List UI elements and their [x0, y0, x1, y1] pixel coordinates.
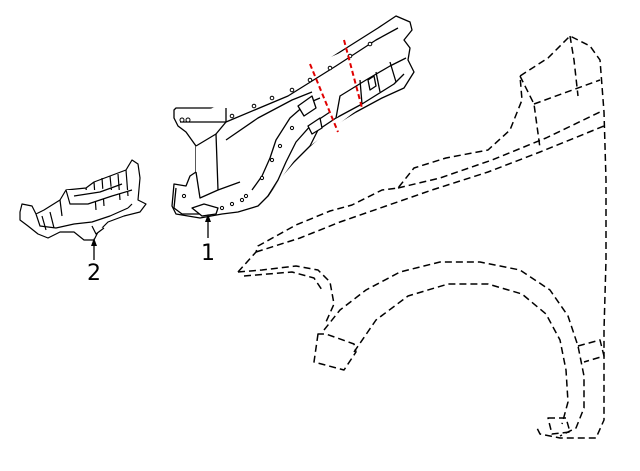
cut-line-marks [309, 39, 363, 133]
callout-1-label: 1 [201, 241, 215, 266]
callout-1: 1 [201, 214, 215, 266]
rail-holes [179, 41, 373, 211]
bracket-icon [19, 159, 147, 241]
fender-outline-icon [237, 35, 607, 439]
callout-2: 2 [87, 238, 101, 286]
callout-2-arrow-icon [91, 238, 97, 246]
callout-1-arrow-icon [205, 214, 211, 222]
apron-rail-icon [171, 15, 415, 219]
callout-2-label: 2 [87, 261, 101, 286]
